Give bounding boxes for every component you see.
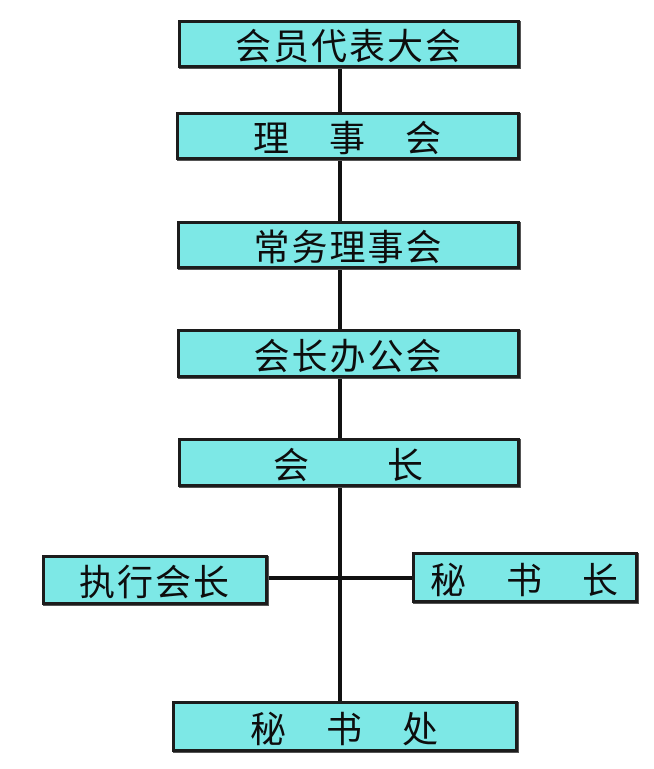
node-standing-council: 常务理事会 — [177, 221, 520, 269]
connector-council-standing — [338, 160, 342, 221]
connector-standing-office — [338, 269, 342, 329]
node-secretary-general: 秘 书 长 — [412, 552, 638, 603]
node-member-congress: 会员代表大会 — [178, 20, 520, 68]
node-secretariat: 秘 书 处 — [172, 701, 518, 752]
connector-congress-council — [338, 68, 342, 112]
node-president-office-meeting: 会长办公会 — [177, 329, 520, 378]
node-council: 理 事 会 — [176, 112, 520, 160]
connector-president-secretariat — [338, 487, 342, 701]
node-executive-president: 执行会长 — [42, 555, 268, 605]
connector-branch-horizontal — [268, 576, 412, 580]
connector-office-president — [338, 378, 342, 438]
node-president: 会 长 — [178, 438, 520, 487]
